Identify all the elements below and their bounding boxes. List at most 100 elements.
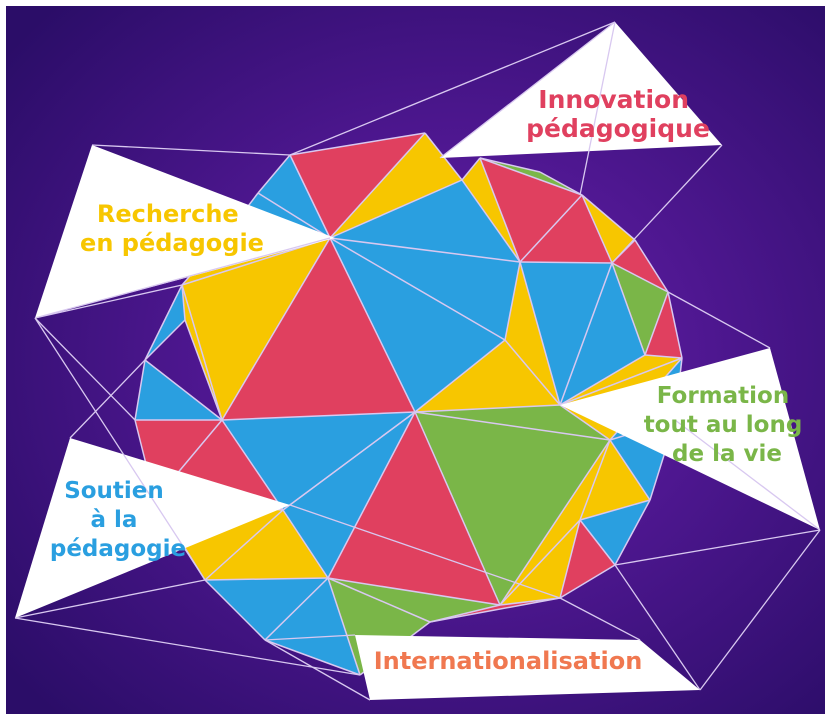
banner-soutien (15, 438, 290, 618)
polyhedron-edge (559, 354, 646, 406)
polyhedron-edge (414, 404, 561, 413)
polyhedron-edge (184, 319, 223, 421)
polyhedron-edge (327, 577, 361, 676)
polyhedron-edge (519, 261, 613, 264)
polyhedron-edge (499, 519, 581, 606)
label-soutien-line-2: à la (91, 507, 138, 533)
polyhedron-face (258, 155, 330, 238)
polyhedron-face (330, 133, 462, 238)
polyhedron-edge (429, 597, 561, 623)
label-innovation-line-2: pédagogique (526, 114, 710, 143)
polyhedron-face (505, 262, 560, 405)
label-formation-line-3: de la vie (672, 441, 782, 467)
polyhedron-edge (221, 237, 331, 421)
connector-line (264, 639, 371, 701)
polyhedron-edge (289, 132, 426, 156)
polyhedron-edge (504, 261, 521, 341)
label-formation-line-2: tout au long (644, 412, 803, 438)
polyhedron-edge (611, 262, 669, 293)
polyhedron-edge (414, 339, 506, 413)
polyhedron-edge (329, 237, 506, 341)
polyhedron-edge (559, 519, 581, 599)
banner-innovation (440, 22, 722, 158)
polyhedron-face (135, 360, 222, 420)
label-innovation-pedagogique: Innovation pédagogique (526, 85, 710, 143)
polyhedron-face (205, 578, 328, 640)
connector-line (14, 579, 206, 619)
polyhedron-face (580, 440, 650, 520)
polyhedron-face (415, 412, 610, 605)
polyhedron-edge (461, 179, 521, 263)
polyhedron-edge (221, 411, 416, 421)
polyhedron-face (415, 405, 610, 440)
label-soutien-a-la-pedagogie: Soutien à la pédagogie (50, 478, 186, 562)
polyhedron-edge (329, 237, 521, 263)
polyhedron-edge (264, 639, 361, 676)
connector-line (264, 634, 356, 641)
polyhedron-face (560, 520, 615, 598)
polyhedron-edge (559, 357, 683, 406)
connector-line (14, 617, 361, 676)
label-recherche-line-1: Recherche (97, 200, 239, 228)
polyhedron-edges (134, 132, 683, 676)
banner-internationalisation (355, 635, 700, 700)
polyhedron-face (222, 238, 415, 420)
label-soutien-line-3: pédagogie (50, 536, 186, 562)
connector-line (614, 564, 701, 691)
polyhedron-edge (581, 194, 636, 241)
polyhedron-face (520, 262, 612, 405)
polyhedron-face (612, 240, 668, 292)
polyhedron-edge (579, 439, 611, 521)
connector-line (289, 21, 616, 156)
connector-line (289, 504, 561, 599)
connector-line (611, 144, 723, 264)
polyhedron-face (182, 238, 330, 420)
label-internationalisation: Internationalisation (374, 647, 643, 675)
label-soutien-line-1: Soutien (64, 478, 164, 504)
polyhedron-edge (327, 577, 431, 623)
polyhedron-edge (221, 419, 284, 511)
polyhedron-edge (539, 171, 583, 196)
polyhedron-face (330, 238, 520, 340)
polyhedron-face (580, 500, 650, 565)
banner-formation (560, 348, 820, 530)
polyhedron-edge (144, 284, 183, 361)
polyhedron-face (328, 578, 500, 622)
connector-line (34, 317, 206, 581)
polyhedron-edge (329, 132, 426, 239)
connector-line (289, 411, 416, 506)
polyhedron-face (328, 578, 430, 675)
polyhedron-edge (479, 157, 521, 263)
polyhedron-edge (559, 404, 611, 441)
polyhedron-edge (257, 154, 291, 194)
polyhedron-edge (667, 291, 683, 359)
polyhedron-face (328, 412, 500, 605)
banner-outline-lines (14, 21, 821, 701)
polyhedron-edge (181, 284, 223, 421)
polyhedron-face (462, 158, 520, 262)
label-banners (15, 22, 820, 700)
polyhedron-edge (414, 411, 611, 441)
label-formation-line-1: Formation (657, 383, 789, 409)
polyhedron-edge (461, 157, 481, 181)
polyhedron-edge (614, 499, 651, 566)
connector-line (69, 359, 146, 439)
polyhedron-edge (519, 194, 583, 263)
connector-line (614, 529, 821, 566)
polyhedron-edge (519, 261, 561, 406)
polyhedron-face (645, 292, 682, 358)
polyhedron-face (480, 158, 582, 262)
label-recherche-line-2: en pédagogie (80, 229, 264, 257)
polyhedron-edge (144, 319, 186, 361)
polyhedron-edge (257, 192, 331, 239)
polyhedron-face (265, 578, 360, 675)
polyhedron-face (330, 238, 505, 412)
connector-line (91, 144, 291, 156)
polyhedron-face (283, 412, 415, 578)
polyhedron-edge (581, 194, 613, 264)
polyhedron-edge (329, 237, 416, 413)
polyhedron-edge (479, 157, 541, 173)
polyhedron-face (612, 263, 668, 355)
